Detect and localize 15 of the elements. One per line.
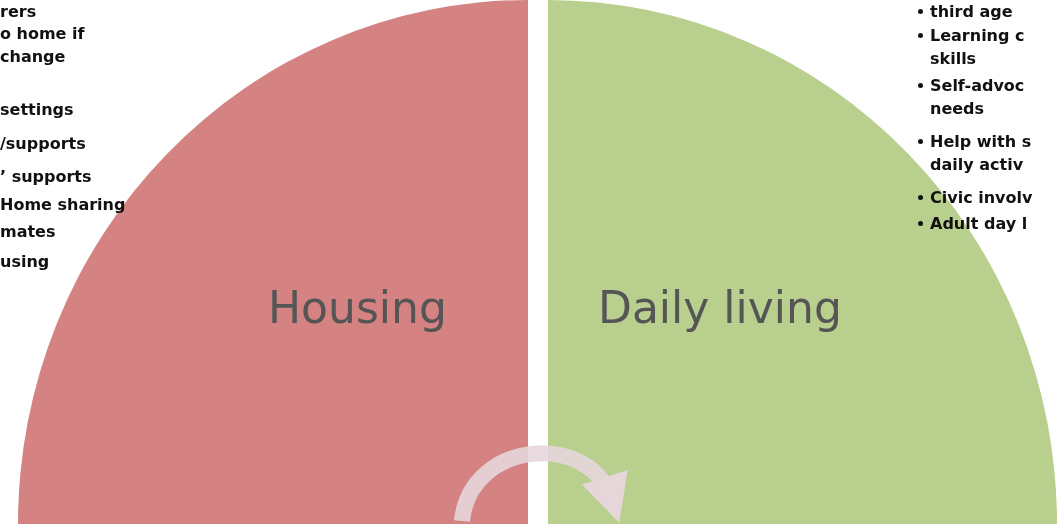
list-item-text: using [0, 252, 50, 271]
list-item-text: Civic involv [930, 188, 1033, 207]
list-item-text: Help with s daily activ [930, 132, 1032, 174]
list-item-text: ’ supports [0, 167, 92, 186]
list-item-text: Home sharing [0, 195, 126, 214]
list-item-text: settings [0, 100, 74, 119]
list-item-text: Learning c skills [930, 26, 1025, 68]
list-item-text: rers [0, 2, 37, 21]
section-title: Daily living [598, 282, 842, 333]
list-item-text: o home if change [0, 24, 85, 66]
list-item-text: third age [930, 2, 1013, 21]
section-title: Housing [268, 282, 447, 333]
list-item-text: mates [0, 222, 56, 241]
list-item-text: /supports [0, 134, 86, 153]
list-item-text: Self-advoc needs [930, 76, 1025, 118]
